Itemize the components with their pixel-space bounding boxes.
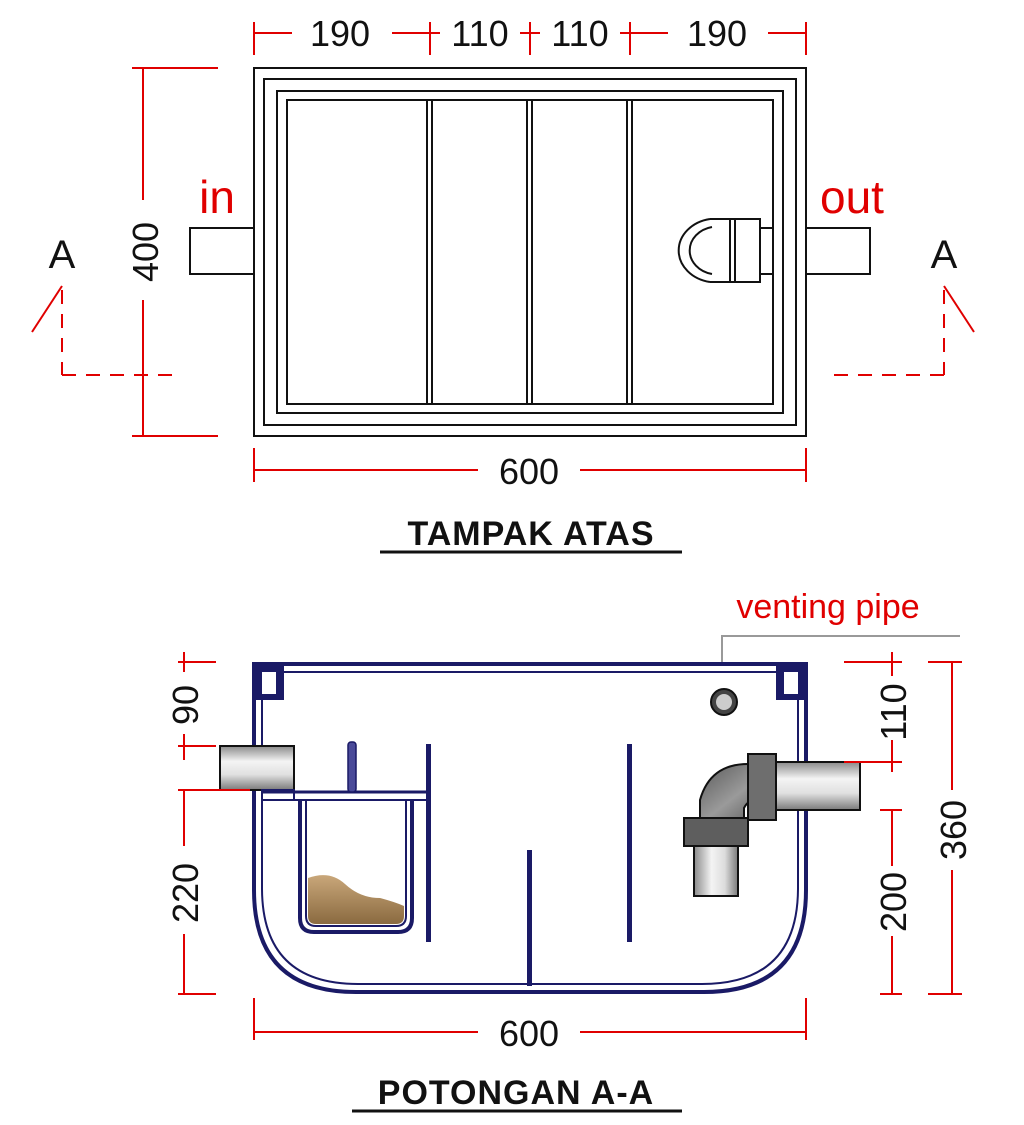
label-in: in bbox=[199, 171, 235, 223]
tank-inner-wall bbox=[261, 671, 799, 985]
left-dimension-lines bbox=[178, 652, 250, 995]
section-cut-line-right bbox=[830, 285, 975, 376]
venting-pipe bbox=[710, 688, 738, 716]
dim-right-bottom: 200 bbox=[873, 872, 914, 932]
dim-left-top: 90 bbox=[165, 685, 206, 725]
dim-top-3: 110 bbox=[551, 13, 608, 54]
elbow-fitting-top bbox=[677, 218, 773, 283]
lid-seat-left bbox=[254, 664, 284, 700]
inlet-pipe bbox=[219, 745, 295, 791]
title-top-view: TAMPAK ATAS bbox=[407, 515, 654, 553]
baffle-walls bbox=[426, 744, 632, 986]
dim-width-section: 600 bbox=[499, 1013, 559, 1054]
strainer-basket bbox=[261, 741, 426, 934]
sludge bbox=[308, 875, 404, 924]
dim-right-top: 110 bbox=[873, 683, 914, 740]
dim-top-4: 190 bbox=[687, 13, 747, 54]
dim-left-bottom: 220 bbox=[165, 863, 206, 923]
tank-lid-outer bbox=[276, 90, 784, 414]
inlet-pipe-top bbox=[189, 227, 255, 275]
lid-seat-right bbox=[776, 664, 806, 700]
top-dimension-line bbox=[253, 22, 807, 55]
width-dimension-line-top bbox=[253, 448, 807, 482]
right-dimension-lines bbox=[844, 652, 962, 995]
dim-height: 400 bbox=[125, 222, 166, 282]
compartment-dividers bbox=[426, 100, 633, 404]
section-view: venting pipe bbox=[165, 588, 974, 1113]
tank-outer-rim bbox=[253, 67, 807, 437]
dim-width-top: 600 bbox=[499, 451, 559, 492]
outlet-elbow bbox=[683, 753, 861, 897]
tank-lid-inner bbox=[286, 99, 774, 405]
outlet-pipe-top bbox=[805, 227, 871, 275]
top-view: 190 110 110 190 400 bbox=[31, 13, 975, 554]
label-out: out bbox=[820, 171, 884, 223]
section-cut-line-left bbox=[31, 285, 180, 376]
height-dimension-line bbox=[132, 67, 218, 437]
label-venting-pipe: venting pipe bbox=[736, 588, 919, 626]
width-dimension-line-section bbox=[253, 998, 807, 1040]
tank-inner-rim bbox=[263, 78, 797, 426]
title-section-view: POTONGAN A-A bbox=[378, 1074, 654, 1112]
section-marker-left: A bbox=[49, 233, 76, 277]
section-marker-right: A bbox=[931, 233, 958, 277]
dim-top-2: 110 bbox=[451, 13, 508, 54]
dim-right-total: 360 bbox=[933, 800, 974, 860]
dim-top-1: 190 bbox=[310, 13, 370, 54]
